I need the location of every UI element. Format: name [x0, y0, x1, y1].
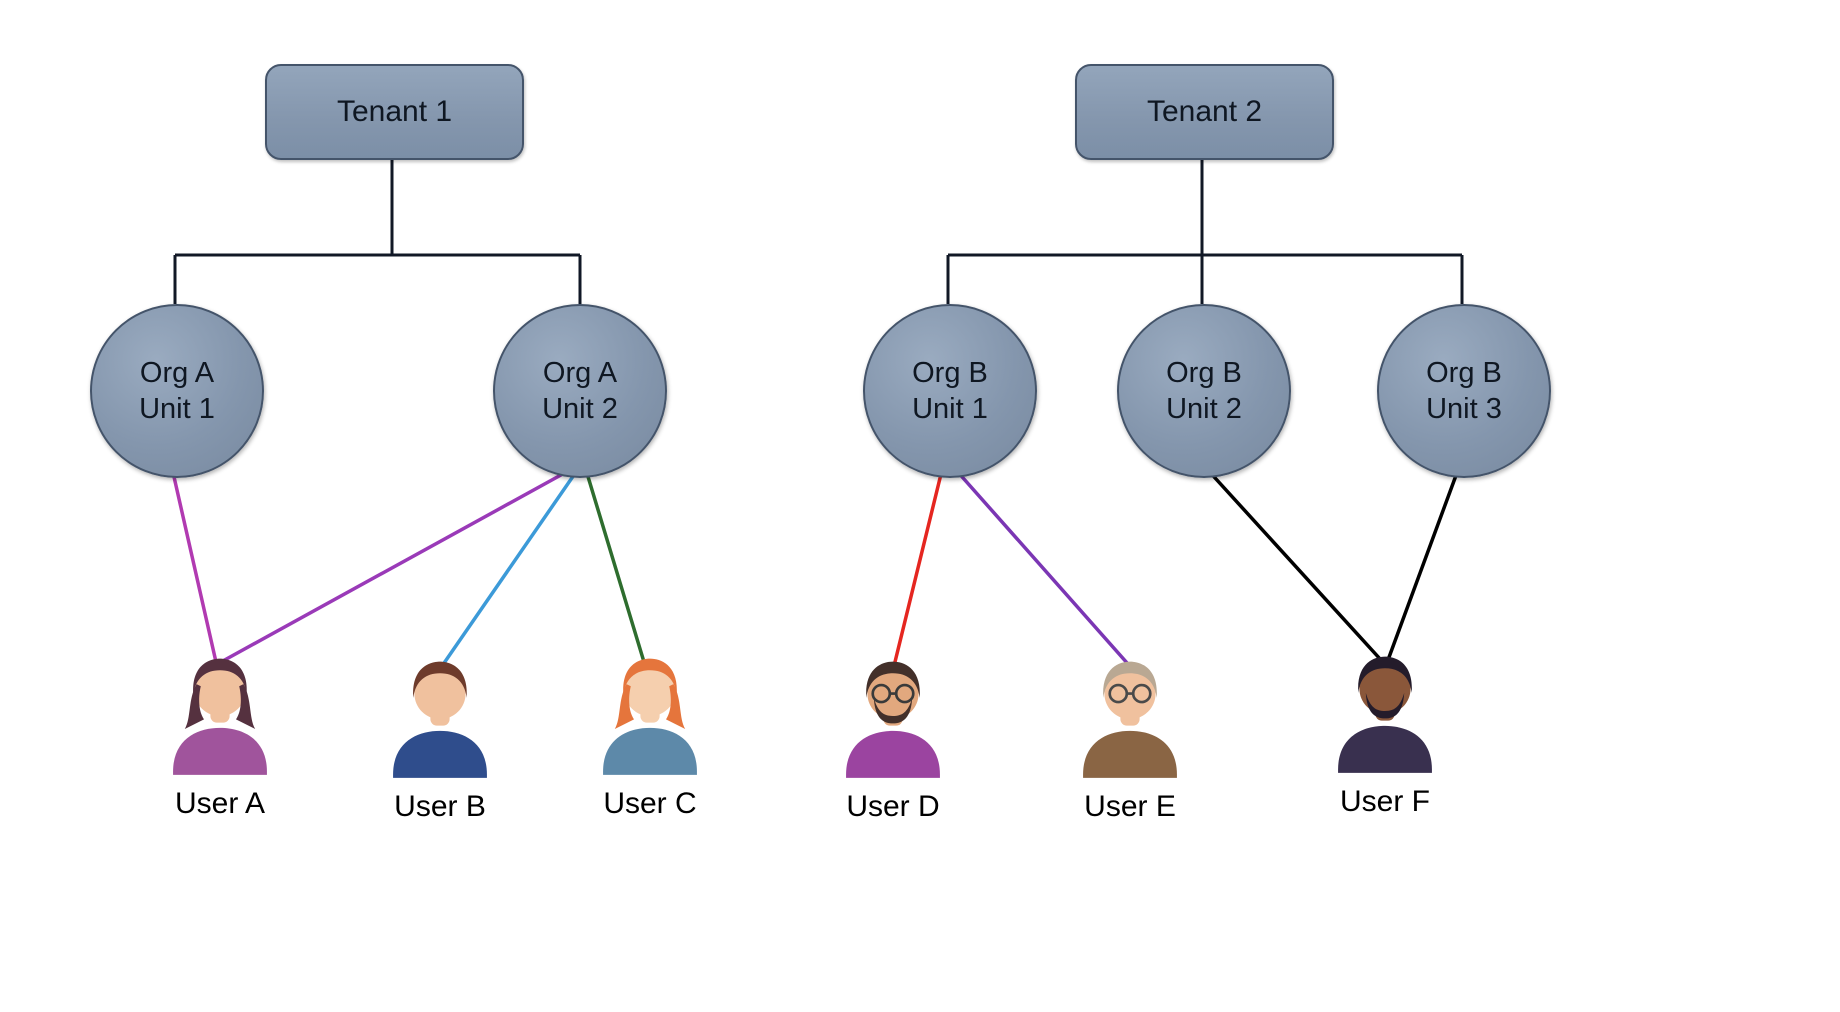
tenant-1-label: Tenant 1 — [336, 95, 453, 128]
avatar-glasses — [871, 683, 915, 704]
tenant1-tree-connector — [173, 156, 582, 304]
avatar-hair — [193, 658, 247, 695]
avatar-body — [173, 727, 267, 775]
edge-orgA2-userA — [219, 468, 572, 664]
avatar-hair — [1358, 656, 1412, 693]
org-b-unit-1-label-line2: Unit 1 — [912, 393, 988, 425]
avatar-hair-sides — [184, 684, 256, 729]
avatar-body — [846, 730, 940, 778]
user-b-avatar-icon — [393, 661, 487, 778]
avatar-hair — [866, 661, 920, 698]
avatar-hair-sides — [614, 684, 686, 729]
avatar-beard — [1365, 692, 1405, 719]
user-a-node: User A — [145, 652, 295, 821]
org-b-unit-3-label-line1: Org B — [1426, 356, 1502, 389]
user-e-node: User E — [1055, 655, 1205, 824]
org-b-unit-3-node: Org B Unit 3 — [1377, 304, 1551, 478]
edge-orgB1-userE — [954, 468, 1130, 666]
user-d-avatar-icon — [846, 661, 940, 778]
avatar-body — [1083, 730, 1177, 778]
org-b-unit-2-label-line2: Unit 2 — [1166, 393, 1242, 425]
edge-orgA2-userC — [584, 468, 646, 664]
user-a-label: User A — [174, 787, 266, 820]
avatar-body — [603, 727, 697, 775]
avatar-hair — [413, 661, 467, 698]
avatar-body — [393, 730, 487, 778]
org-b-unit-2-node: Org B Unit 2 — [1117, 304, 1291, 478]
avatar-hair — [623, 658, 677, 695]
user-d-node: User D — [818, 655, 968, 824]
user-d-label: User D — [846, 790, 940, 823]
tenant-2-label: Tenant 2 — [1146, 95, 1263, 128]
org-a-unit-2-label-line1: Org A — [542, 356, 618, 389]
edge-orgB2-userF — [1204, 466, 1383, 662]
user-b-label: User B — [394, 790, 486, 823]
edge-orgA1-userA — [170, 466, 218, 664]
avatar-body — [1338, 725, 1432, 773]
user-e-avatar-icon — [1083, 661, 1177, 778]
user-e-label: User E — [1084, 790, 1176, 823]
org-b-unit-3-label-line2: Unit 3 — [1426, 393, 1502, 425]
user-f-label: User F — [1340, 785, 1430, 818]
edge-orgB1-userD — [892, 468, 944, 668]
user-c-node: User C — [575, 652, 725, 821]
avatar-glasses — [1108, 683, 1152, 704]
org-a-unit-1-label-line1: Org A — [139, 356, 215, 389]
org-b-unit-1-label-line1: Org B — [912, 356, 988, 389]
avatar-head — [1359, 662, 1411, 715]
user-b-node: User B — [365, 655, 515, 824]
org-a-unit-2-label-line2: Unit 2 — [542, 393, 618, 425]
user-f-avatar-icon — [1338, 656, 1432, 773]
edge-orgB3-userF — [1386, 468, 1460, 662]
edge-orgA2-userB — [440, 470, 578, 668]
tenant2-tree-connector — [946, 156, 1464, 304]
user-f-node: User F — [1310, 650, 1460, 819]
org-b-unit-1-node: Org B Unit 1 — [863, 304, 1037, 478]
org-a-unit-2-node: Org A Unit 2 — [493, 304, 667, 478]
user-a-avatar-icon — [173, 658, 267, 775]
avatar-hair — [1103, 661, 1157, 698]
org-a-unit-1-label-line2: Unit 1 — [139, 393, 215, 425]
avatar-beard — [873, 697, 913, 724]
user-c-label: User C — [603, 787, 697, 820]
user-c-avatar-icon — [603, 658, 697, 775]
avatar-head — [194, 664, 246, 717]
avatar-head — [414, 667, 466, 720]
tenant-2-node: Tenant 2 — [1075, 64, 1334, 160]
org-b-unit-2-label-line1: Org B — [1166, 356, 1242, 389]
org-a-unit-1-node: Org A Unit 1 — [90, 304, 264, 478]
avatar-head — [624, 664, 676, 717]
tenant-1-node: Tenant 1 — [265, 64, 524, 160]
